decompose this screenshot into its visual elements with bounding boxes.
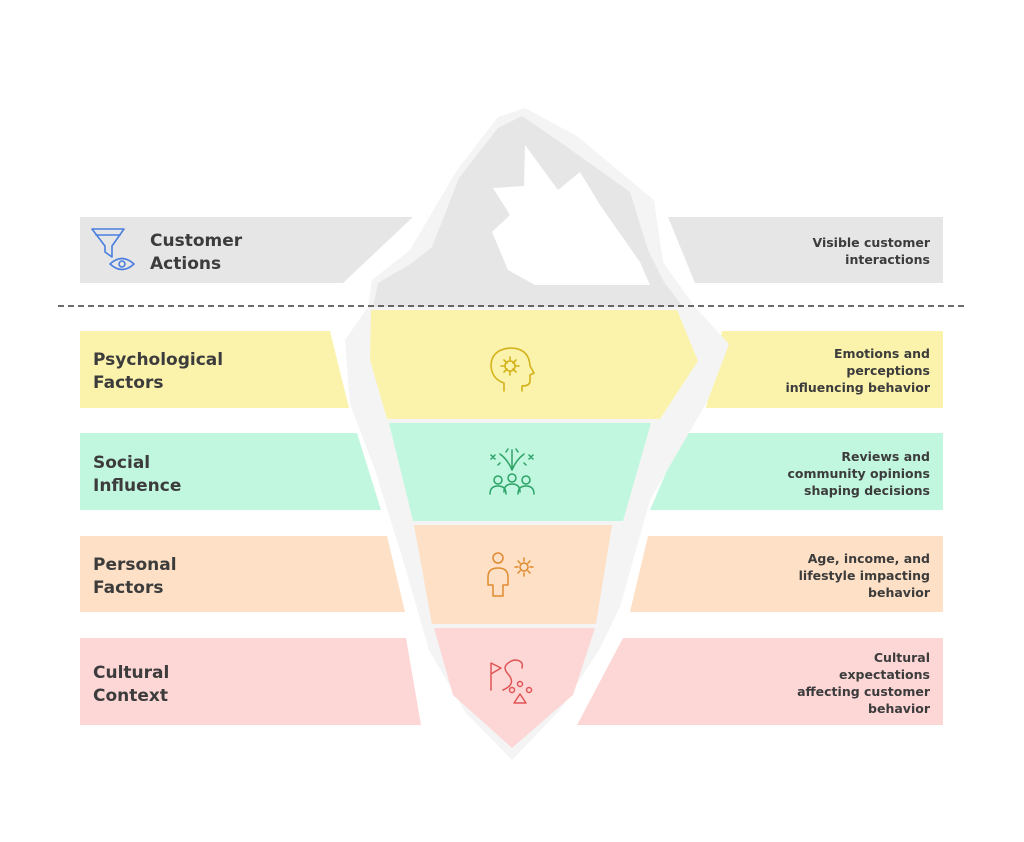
flag-path-icon	[490, 659, 533, 704]
title-line: Social	[93, 453, 150, 473]
head-gear-icon	[490, 347, 535, 392]
desc-line: Age, income, and	[808, 551, 930, 566]
desc-line: affecting customer	[797, 684, 931, 699]
desc-line: Reviews and	[841, 449, 930, 464]
band-left-cultural-context	[80, 638, 421, 725]
funnel-eye-icon	[91, 228, 135, 271]
title-customer-actions: Customer Actions	[150, 231, 243, 274]
title-line: Personal	[93, 555, 177, 575]
desc-customer-actions: Visible customer interactions	[812, 235, 930, 267]
title-line: Influence	[93, 476, 181, 496]
title-social-influence: Social Influence	[93, 453, 181, 496]
desc-line: Cultural	[874, 650, 930, 665]
layer-psychological-factors	[370, 310, 698, 419]
band-left-personal-factors	[80, 536, 405, 612]
person-gear-icon	[487, 552, 534, 597]
desc-line: community opinions	[787, 466, 930, 481]
title-line: Factors	[93, 578, 163, 598]
title-line: Factors	[93, 373, 163, 393]
desc-social-influence: Reviews and community opinions shaping d…	[787, 449, 930, 498]
desc-line: behavior	[868, 585, 931, 600]
desc-line: Emotions and	[834, 346, 930, 361]
desc-line: Visible customer	[812, 235, 930, 250]
title-line: Customer	[150, 231, 243, 251]
title-line: Psychological	[93, 350, 223, 370]
title-line: Cultural	[93, 663, 169, 683]
desc-cultural-context: Cultural expectations affecting customer…	[797, 650, 931, 716]
desc-line: expectations	[839, 667, 930, 682]
title-line: Actions	[150, 254, 221, 274]
band-right-customer-actions	[668, 217, 943, 283]
desc-line: perceptions	[846, 363, 930, 378]
title-psychological-factors: Psychological Factors	[93, 350, 223, 393]
band-left-psychological-factors	[80, 331, 349, 408]
band-right-personal-factors	[630, 536, 943, 612]
title-cultural-context: Cultural Context	[93, 663, 169, 706]
layer-personal-factors	[414, 525, 612, 624]
band-right-social-influence	[650, 433, 943, 510]
band-left-customer-actions	[80, 217, 413, 283]
desc-psychological-factors: Emotions and perceptions influencing beh…	[785, 346, 930, 395]
layer-social-influence	[389, 423, 651, 521]
desc-line: lifestyle impacting	[799, 568, 930, 583]
iceberg-snow	[492, 145, 650, 285]
band-right-cultural-context	[577, 638, 943, 725]
group-fireworks-icon	[489, 448, 535, 495]
desc-personal-factors: Age, income, and lifestyle impacting beh…	[799, 551, 931, 600]
desc-line: interactions	[845, 252, 930, 267]
band-left-social-influence	[80, 433, 381, 510]
desc-line: influencing behavior	[785, 380, 930, 395]
desc-line: behavior	[868, 701, 931, 716]
title-line: Context	[93, 686, 168, 706]
band-right-psychological-factors	[706, 331, 943, 408]
desc-line: shaping decisions	[804, 483, 930, 498]
title-personal-factors: Personal Factors	[93, 555, 177, 598]
